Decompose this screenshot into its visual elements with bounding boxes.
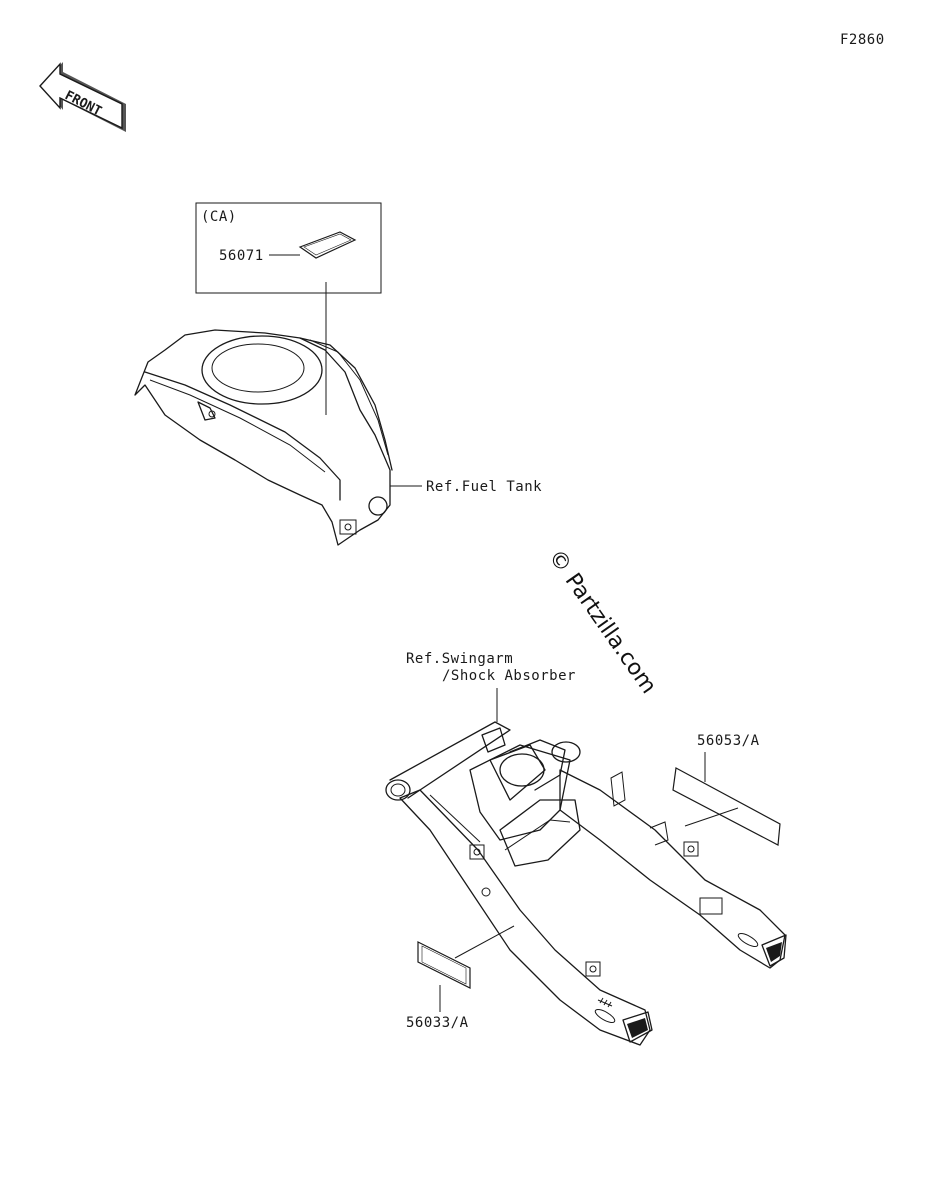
label-sticker-56071[interactable] bbox=[298, 231, 357, 259]
part-number-56053a: 56053/A bbox=[697, 733, 760, 749]
ca-callout-box: (CA) 56071 bbox=[195, 202, 382, 415]
part-number-56071: 56071 bbox=[219, 248, 264, 264]
label-sticker-56033a[interactable] bbox=[417, 941, 471, 989]
ref-shock-absorber-label: /Shock Absorber bbox=[442, 668, 576, 684]
diagram-id: F2860 bbox=[840, 32, 885, 48]
ca-box-title: (CA) bbox=[201, 209, 237, 225]
swingarm-illustration bbox=[385, 721, 787, 1046]
label-sticker-56053a[interactable] bbox=[672, 767, 781, 846]
front-direction-arrow-icon: FRONT bbox=[39, 62, 126, 132]
fuel-tank-cover-illustration: Ref.Fuel Tank bbox=[134, 329, 542, 546]
ref-fuel-tank-label: Ref.Fuel Tank bbox=[426, 479, 542, 495]
part-number-56033a: 56033/A bbox=[406, 1015, 469, 1031]
ref-swingarm-label: Ref.Swingarm bbox=[406, 651, 513, 667]
